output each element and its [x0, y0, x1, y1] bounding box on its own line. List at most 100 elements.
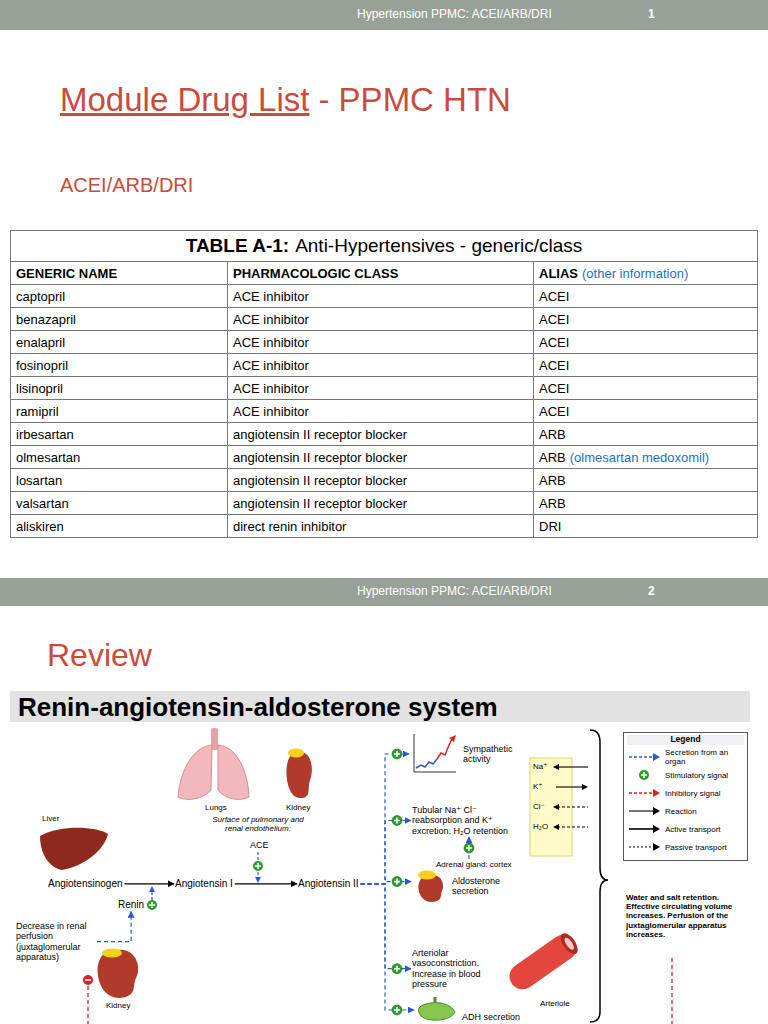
renin-signal-part [151, 891, 152, 900]
legend-sample-part [629, 847, 654, 848]
ion-box-part [530, 758, 572, 856]
cell-text: ACE inhibitor [233, 358, 309, 373]
table-body: TABLE A-1:Anti-Hypertensives - generic/c… [11, 231, 758, 538]
node-row: Aldosterone secretion [412, 869, 534, 903]
table-cell: direct renin inhibitor [228, 515, 534, 538]
cell-text: losartan [16, 473, 62, 488]
table-cell: ACEI [534, 400, 758, 423]
kidney-illustration-part [98, 950, 139, 998]
node-text: Aldosterone secretion [452, 876, 524, 897]
ace-signal-part [255, 877, 261, 883]
renin-signal-part [149, 902, 155, 908]
table-cell: ACE inhibitor [228, 308, 534, 331]
ace-signal-part [255, 863, 261, 869]
ion-label: Cl⁻ [533, 802, 545, 811]
slide-title-rest: - PPMC HTN [318, 81, 511, 118]
cell-text: angiotensin II receptor blocker [233, 496, 407, 511]
plus-circle [392, 877, 402, 887]
table-cell: angiotensin II receptor blocker [228, 469, 534, 492]
lungs-illustration-part [178, 745, 212, 799]
enzyme-label: ACE [250, 840, 269, 850]
renin-signal-part [149, 886, 155, 892]
trigger-label: Decrease in renal perfusion (juxtaglomer… [16, 921, 96, 962]
node-text: Angiotensinogen [48, 878, 123, 890]
legend-text: Inhibitory signal [665, 789, 743, 798]
table-cell: ACEI [534, 354, 758, 377]
renin-signal [147, 886, 157, 910]
table-cell: ARB [534, 423, 758, 446]
plus-circle [464, 843, 474, 853]
inhibitory-signal-part [85, 979, 91, 981]
cell-text: irbesartan [16, 427, 74, 442]
molecule-label: Angiotensinogen [48, 878, 123, 890]
legend-text: Passive transport [665, 843, 743, 852]
table-cell: valsartan [11, 492, 228, 515]
enzyme-label: Renin [118, 899, 144, 911]
activity-graph-part [414, 734, 456, 772]
kidney-illustration-part [286, 752, 311, 798]
plus-sign [394, 818, 400, 824]
stimulatory-plus [392, 816, 402, 826]
table-cell: fosinopril [11, 354, 228, 377]
cell-text: PHARMACOLOGIC CLASS [233, 266, 398, 281]
legend-sample-part [629, 811, 654, 812]
table-row: aliskirendirect renin inhibitorDRI [11, 515, 758, 538]
kidney-illustration [98, 949, 139, 999]
ion-label: K⁺ [533, 782, 543, 791]
cell-text: ARB [539, 450, 566, 465]
node-text: Decrease in renal perfusion (juxtaglomer… [16, 921, 96, 962]
effect-label: Adrenal gland: cortexAldosterone secreti… [412, 860, 534, 903]
legend-sample [627, 751, 661, 763]
kidney-illustration-part [102, 949, 122, 958]
cell-text: ACE inhibitor [233, 335, 309, 350]
kidney-illustration [286, 749, 311, 799]
cell-text: angiotensin II receptor blocker [233, 450, 407, 465]
effect-label: ADH secretion [415, 997, 520, 1023]
connector [125, 883, 175, 884]
cell-text: ARB [539, 427, 566, 442]
ion-label: H₂O [533, 822, 548, 831]
cell-text: ACE inhibitor [233, 404, 309, 419]
lungs-illustration [178, 728, 249, 799]
table-row: valsartan angiotensin II receptor blocker… [11, 492, 758, 515]
table-row: fosinopril ACE inhibitor ACEI [11, 354, 758, 377]
activity-graph [410, 732, 458, 776]
plus-circle [392, 1005, 402, 1015]
legend-sample-part [639, 770, 649, 780]
cell-note: (other information) [582, 266, 688, 281]
table-cell: benazapril [11, 308, 228, 331]
plus-sign [394, 879, 400, 885]
ion-box-part [556, 786, 583, 787]
plus-circle [392, 749, 402, 759]
slide-title-link: Module Drug List [60, 81, 309, 118]
arteriole-illustration-part [563, 936, 576, 951]
cell-text: ramipril [16, 404, 59, 419]
table-cell: angiotensin II receptor blocker [228, 492, 534, 515]
table-cell: ACEI [534, 308, 758, 331]
pituitary-illustration-part [419, 1003, 455, 1021]
slide-title: Module Drug List- PPMC HTN [60, 81, 511, 119]
cell-text: ACEI [539, 381, 569, 396]
table-header-row: GENERIC NAMEPHARMACOLOGIC CLASSALIAS(oth… [11, 262, 758, 285]
cell-text: ARB [539, 473, 566, 488]
table-cell: ACEI [534, 331, 758, 354]
effect-label: Arteriolar vasoconstriction. Increase in… [412, 948, 504, 989]
stimulatory-plus [392, 749, 402, 759]
ion-box-part [582, 784, 588, 790]
drug-table: TABLE A-1:Anti-Hypertensives - generic/c… [10, 230, 758, 538]
table-cell: ACE inhibitor [228, 377, 534, 400]
legend-sample [627, 841, 661, 853]
table-cell: ALIAS(other information) [534, 262, 758, 285]
table-row: irbesartanangiotensin II receptor blocke… [11, 423, 758, 446]
adrenal-illustration-part [418, 871, 436, 880]
header-text: Hypertension PPMC: ACEI/ARB/DRI [357, 8, 552, 22]
cell-text: DRI [539, 519, 561, 534]
table-row: olmesartanangiotensin II receptor blocke… [11, 446, 758, 469]
cell-text: captopril [16, 289, 65, 304]
cell-text: ARB [539, 496, 566, 511]
table-title-row: TABLE A-1:Anti-Hypertensives - generic/c… [11, 231, 758, 262]
cell-text: benazapril [16, 312, 76, 327]
ion-label: Na⁺ [533, 762, 547, 771]
